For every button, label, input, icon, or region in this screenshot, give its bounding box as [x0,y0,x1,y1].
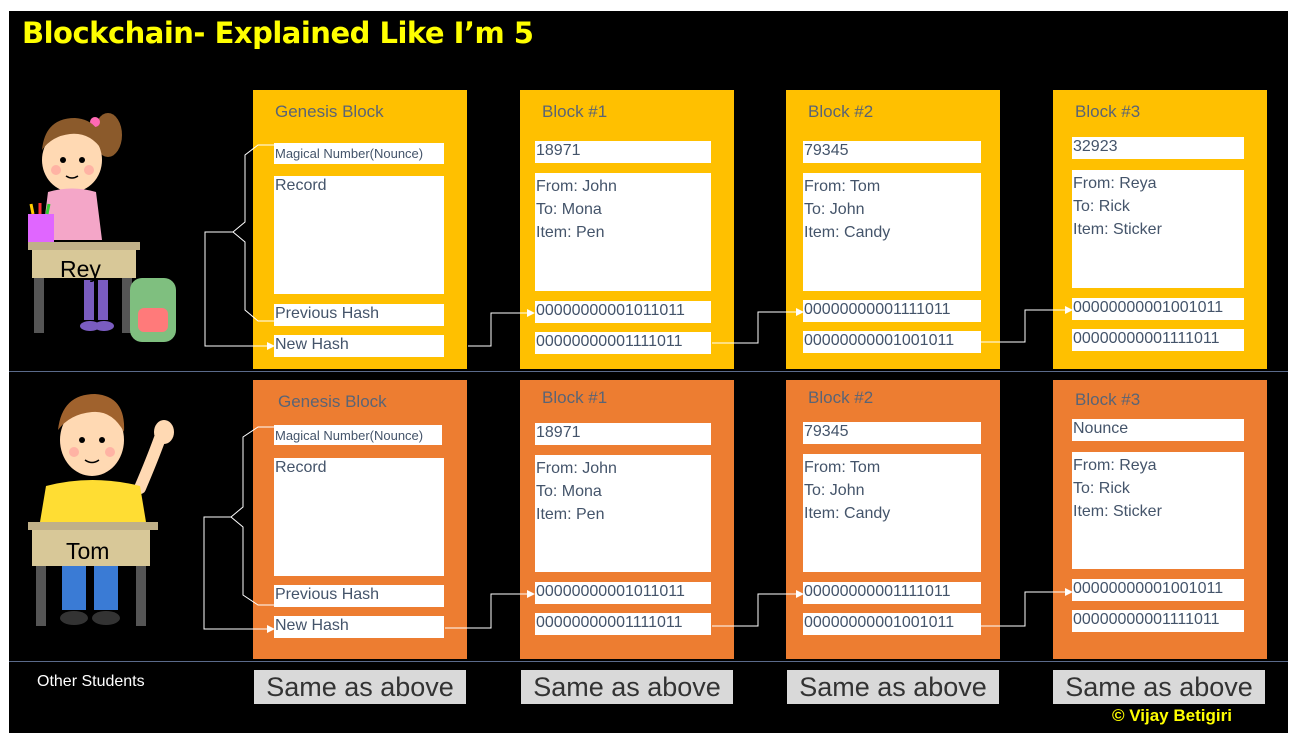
hash-link-arrow [445,590,535,629]
nonce-field: 18971 [535,141,711,163]
nonce-field: 32923 [1072,137,1244,159]
hash-link-arrow [980,588,1073,627]
block-1: Block #1 18971 From: John To: Mona Item:… [520,90,734,369]
record-field: From: John To: Mona Item: Pen [535,455,711,572]
block-title: Block #3 [1075,102,1141,121]
hash-link-arrow [712,308,804,344]
block-title: Block #2 [808,388,874,407]
nonce-field: 79345 [803,422,981,444]
new-hash-field: 00000000001111011 [1072,610,1244,632]
bracket-arrow [204,231,275,350]
new-hash-field: 00000000001001011 [803,331,981,353]
record-field: From: Tom To: John Item: Candy [803,173,981,291]
tom-figure [28,394,174,626]
block-title: Block #2 [808,102,874,121]
same-as-above-label: Same as above [1053,670,1265,704]
record-field: From: John To: Mona Item: Pen [535,173,711,291]
block-2: Block #2 79345 From: Tom To: John Item: … [786,90,1000,369]
genesis-block: Genesis Block Magical Number(Nounce) Rec… [253,90,467,369]
block-title: Block #3 [1075,390,1141,409]
record-field: From: Tom To: John Item: Candy [803,454,981,572]
previous-hash-field: 00000000001001011 [1072,298,1244,320]
new-hash-field: New Hash [274,335,444,357]
student-name-reya-line1: Rey [60,256,101,282]
other-students-label: Other Students [37,673,145,690]
bracket-line [232,144,274,322]
genesis-block: Genesis Block Magical Number(Nounce) Rec… [253,380,467,659]
block-title: Genesis Block [275,102,384,121]
block-2: Block #2 79345 From: Tom To: John Item: … [786,380,1000,659]
nonce-field: Magical Number(Nounce) [274,425,442,445]
student-name-tom: Tom [66,538,110,564]
new-hash-field: 00000000001111011 [1072,329,1244,351]
hash-link-arrow [980,306,1073,343]
block-title: Block #1 [542,102,608,121]
nonce-field: Magical Number(Nounce) [274,143,444,164]
previous-hash-field: 00000000001001011 [1072,579,1244,601]
new-hash-field: 00000000001111011 [535,332,711,354]
same-as-above-label: Same as above [254,670,466,704]
record-field: Record [274,458,444,576]
reya-figure [28,113,176,342]
record-field: Record [274,176,444,294]
hash-link-arrow [712,590,804,627]
copyright-label: © Vijay Betigiri [1112,706,1232,725]
bracket-arrow [203,516,275,633]
record-field: From: Reya To: Rick Item: Sticker [1072,170,1244,288]
previous-hash-field: Previous Hash [274,304,444,326]
block-title: Genesis Block [278,392,387,411]
row-divider [9,661,1288,662]
previous-hash-field: 00000000001111011 [803,300,981,322]
previous-hash-field: Previous Hash [274,585,444,607]
record-field: From: Reya To: Rick Item: Sticker [1072,452,1244,569]
hash-link-arrow [468,309,535,347]
block-title: Block #1 [542,388,608,407]
nonce-field: 79345 [803,141,981,163]
block-3: Block #3 32923 From: Reya To: Rick Item:… [1053,90,1267,369]
page-title: Blockchain- Explained Like I’m 5 [22,16,534,50]
nonce-field: 18971 [535,423,711,445]
previous-hash-field: 00000000001011011 [535,582,711,604]
nonce-field: Nounce [1072,419,1244,441]
previous-hash-field: 00000000001111011 [803,582,981,604]
block-3: Block #3 Nounce From: Reya To: Rick Item… [1053,380,1267,659]
new-hash-field: 00000000001111011 [535,613,711,635]
new-hash-field: New Hash [274,616,444,638]
block-1: Block #1 18971 From: John To: Mona Item:… [520,380,734,659]
same-as-above-label: Same as above [787,670,999,704]
row-divider [9,371,1288,372]
previous-hash-field: 00000000001011011 [535,301,711,323]
same-as-above-label: Same as above [521,670,733,704]
new-hash-field: 00000000001001011 [803,613,981,635]
student-name-reya-line2: a [58,294,71,320]
bracket-line [230,426,274,606]
